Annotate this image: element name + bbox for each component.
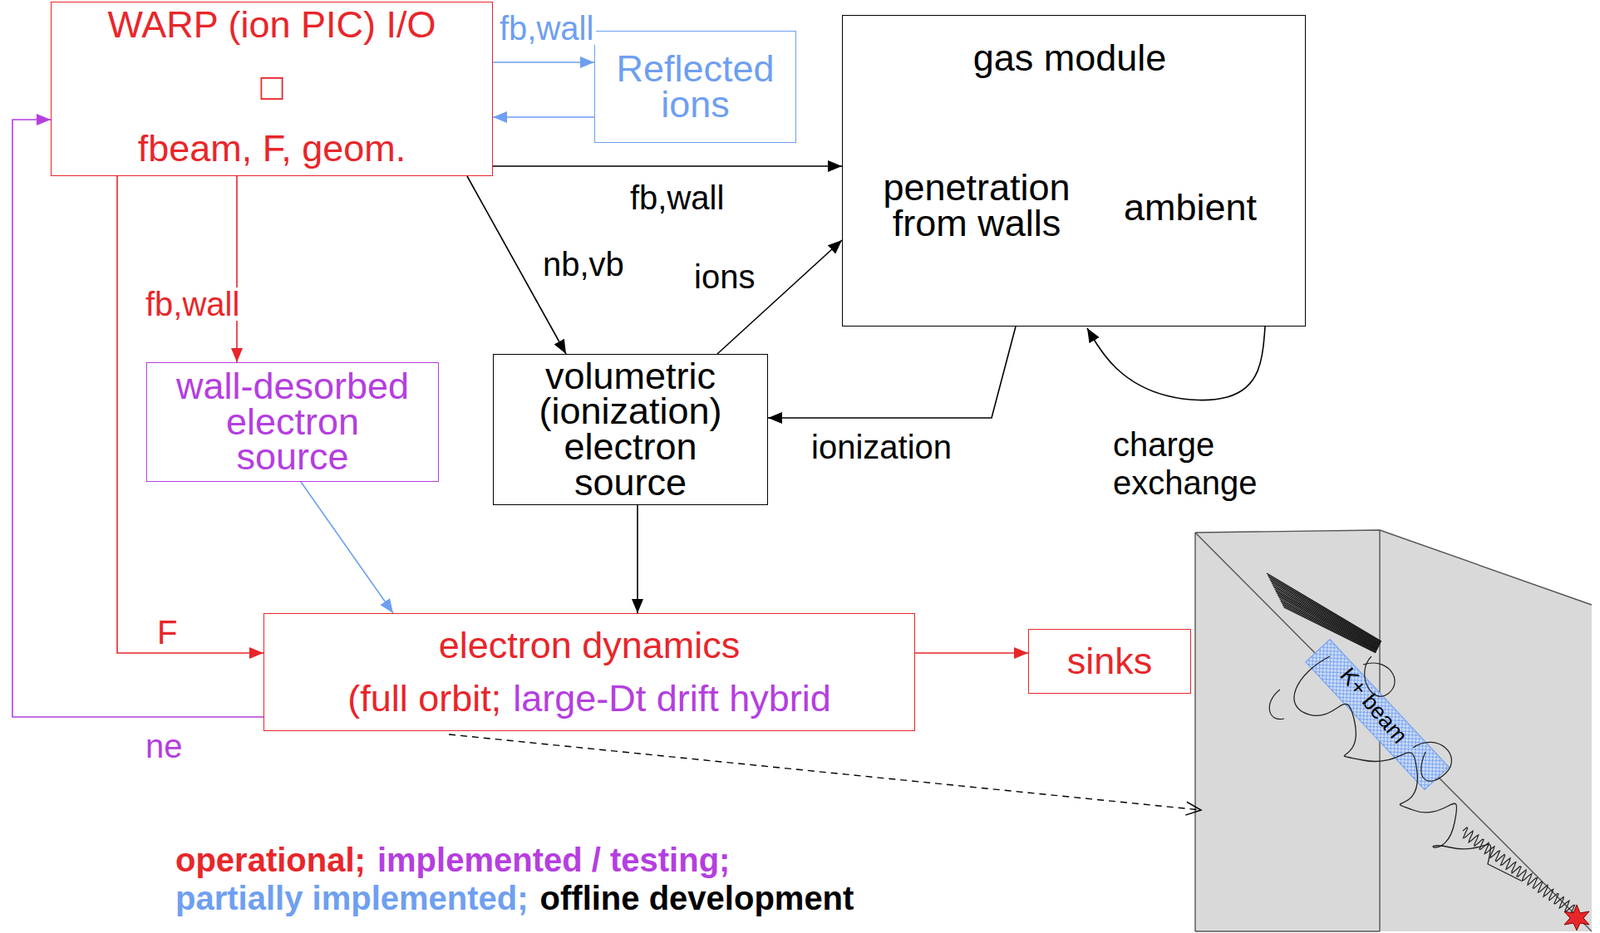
text-row: WARP (ion PIC) I/O <box>107 7 436 44</box>
process-box: Reflected ions <box>594 30 797 143</box>
ion-beam <box>1305 640 1449 791</box>
box-text: volumetric (ionization) electron source <box>521 359 740 502</box>
fan-stroke <box>1282 605 1376 652</box>
process-box: volumetric (ionization) electron source <box>492 354 768 506</box>
text-row: (full orbit; large-Dt drift hybrid <box>347 681 832 718</box>
box-text: (full orbit; <box>347 681 502 718</box>
process-box: sinks <box>1028 629 1192 695</box>
legend-text: partially implemented; <box>175 879 529 918</box>
box-text: Reflected ions <box>612 51 779 124</box>
edge-label: fb,wall <box>497 11 596 45</box>
edge-label: nb,vb <box>540 247 627 281</box>
fan-stroke <box>1283 607 1376 654</box>
box-text: WARP (ion PIC) I/O <box>107 7 436 44</box>
text-row: volumetric (ionization) electron source <box>521 359 740 502</box>
text-row: electron dynamics <box>438 628 741 665</box>
box-text: sinks <box>1067 644 1153 680</box>
impact-star <box>1564 905 1590 931</box>
edge-label: charge exchange <box>1110 425 1315 503</box>
edge-label: fb,wall <box>142 287 242 321</box>
box-text: wall-desorbed electron source <box>171 369 414 476</box>
text-row: sinks <box>1067 644 1153 680</box>
fan-stroke <box>1272 585 1379 645</box>
box-edges <box>1195 530 1592 932</box>
connector <box>300 482 394 614</box>
process-box: wall-desorbed electron source <box>146 362 439 483</box>
legend-text: operational; <box>175 841 366 880</box>
legend-row: partially implemented; offline developmen… <box>175 879 854 918</box>
box-text: electron dynamics <box>438 628 741 665</box>
connector <box>236 176 238 363</box>
fan-stroke <box>1267 575 1381 642</box>
fan-stroke <box>1276 593 1379 649</box>
edge-label: ne <box>142 729 186 764</box>
electron-orbit <box>1462 827 1576 916</box>
fan-stroke <box>1275 591 1379 649</box>
text-row: fbeam, F, geom. <box>137 131 407 168</box>
process-box: WARP (ion PIC) I/O □ fbeam, F, geom. <box>50 1 493 177</box>
fan-stroke <box>1273 587 1379 647</box>
box-text: □ <box>260 69 283 106</box>
simulation-box <box>1195 530 1592 932</box>
legend: operational; implemented / testing;partia… <box>175 841 854 918</box>
box-text: fbeam, F, geom. <box>137 131 407 168</box>
process-box: gas module penetration from walls ambient <box>841 14 1306 327</box>
legend-text: offline development <box>540 879 855 918</box>
legend-color: offline development <box>540 879 855 918</box>
box-text: ambient <box>1107 190 1274 227</box>
fan-stroke <box>1281 603 1377 652</box>
fan-stroke <box>1278 597 1378 650</box>
leader-line <box>448 734 1202 811</box>
connector <box>915 652 1029 655</box>
fan-stroke <box>1277 595 1378 649</box>
legend-color: partially implemented; <box>175 879 529 918</box>
text-row: Reflected ions <box>612 51 779 124</box>
edge-label: ions <box>691 260 758 294</box>
connector <box>636 505 639 614</box>
connector <box>1087 326 1266 401</box>
text-row: wall-desorbed electron source <box>171 369 414 476</box>
fan-stroke <box>1268 577 1381 644</box>
connector <box>492 165 842 168</box>
text-row: □ <box>260 69 283 106</box>
edge-label: fb,wall <box>627 181 727 215</box>
fan-stroke <box>1270 579 1381 644</box>
connector <box>717 240 842 355</box>
process-box: electron dynamics (full orbit; large-Dt dr… <box>263 613 916 732</box>
box-title: gas module <box>842 40 1297 77</box>
edge-label: F <box>154 615 180 650</box>
connector <box>492 61 595 64</box>
fan-stroke <box>1280 601 1378 652</box>
legend-text: implemented / testing; <box>377 841 731 880</box>
fan-stroke <box>1280 599 1378 650</box>
electron-fan <box>1266 573 1382 654</box>
connector <box>492 116 595 119</box>
box-text: penetration from walls <box>867 170 1086 242</box>
box-text: large-Dt drift hybrid <box>512 681 832 718</box>
fan-stroke <box>1271 583 1380 645</box>
fan-stroke <box>1270 581 1381 645</box>
legend-row: operational; implemented / testing; <box>175 841 854 880</box>
connector <box>768 326 1016 419</box>
fan-stroke <box>1275 589 1379 647</box>
electron-orbit <box>1269 656 1452 782</box>
legend-color: implemented / testing; <box>377 841 731 880</box>
box-ground <box>1195 530 1592 932</box>
edge-label: ionization <box>808 430 955 464</box>
legend-color: operational; <box>175 841 366 880</box>
